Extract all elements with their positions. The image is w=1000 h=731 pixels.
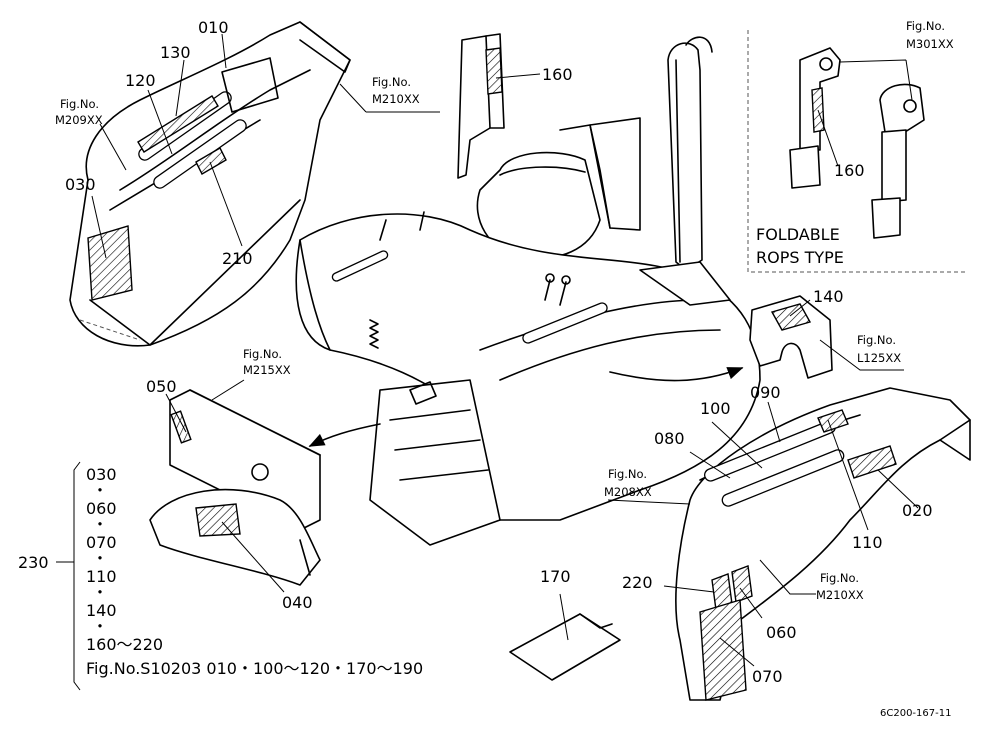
label-070-decal	[699, 599, 747, 701]
legend-dot-4: ・	[92, 583, 108, 602]
callout-010: 010	[198, 18, 229, 37]
right-fender-assembly	[675, 387, 971, 701]
legend-dot-1: ・	[92, 481, 108, 500]
callout-140: 140	[813, 287, 844, 306]
legend-item-2: 060	[86, 499, 117, 518]
legend-item-5: 140	[86, 601, 117, 620]
fig-number-m208: M208XX	[604, 485, 652, 499]
legend-item-4: 110	[86, 567, 117, 586]
callout-020: 020	[902, 501, 933, 520]
legend-dot-3: ・	[92, 549, 108, 568]
legend-230: 030 ・ 060 ・ 070 ・ 110 ・ 140 ・ 160～220 Fi…	[86, 465, 423, 678]
left-fender-assembly	[69, 21, 351, 347]
legend-s10203-line: Fig.No.S10203 010・100～120・170～190	[86, 659, 423, 678]
foldable-rops-inset	[747, 30, 968, 273]
callout-170: 170	[540, 567, 571, 586]
label-210-decal	[195, 147, 227, 175]
callout-160-main: 160	[542, 65, 573, 84]
figure-references: Fig.No. M209XX Fig.No. M210XX Fig.No. M3…	[55, 19, 954, 602]
fig-label-m208: Fig.No.	[608, 467, 647, 481]
label-060-decal	[731, 565, 753, 603]
leader-lines	[56, 33, 919, 691]
hood-panel-assembly	[149, 389, 321, 586]
legend-dot-5: ・	[92, 617, 108, 636]
operators-manual	[509, 613, 621, 681]
callout-060: 060	[766, 623, 797, 642]
callout-130: 130	[160, 43, 191, 62]
inset-caption: FOLDABLE ROPS TYPE	[756, 225, 844, 267]
inset-line-2: ROPS TYPE	[756, 248, 844, 267]
callout-040: 040	[282, 593, 313, 612]
fig-label-m209: Fig.No.	[60, 97, 99, 111]
callout-110: 110	[852, 533, 883, 552]
callout-050: 050	[146, 377, 177, 396]
fig-number-m210-top: M210XX	[372, 92, 420, 106]
fig-number-m301: M301XX	[906, 37, 954, 51]
label-030-decal	[87, 225, 133, 301]
callout-230: 230	[18, 553, 49, 572]
callout-210: 210	[222, 249, 253, 268]
legend-dot-2: ・	[92, 515, 108, 534]
callout-120: 120	[125, 71, 156, 90]
legend-item-6: 160～220	[86, 635, 163, 654]
fig-number-m209: M209XX	[55, 113, 103, 127]
fig-number-m210-bottom: M210XX	[816, 588, 864, 602]
fig-number-m215: M215XX	[243, 363, 291, 377]
tractor-body	[295, 33, 761, 546]
label-020-decal	[847, 445, 897, 479]
callout-070: 070	[752, 667, 783, 686]
fig-label-m301: Fig.No.	[906, 19, 945, 33]
inset-line-1: FOLDABLE	[756, 225, 840, 244]
label-140-decal	[770, 303, 812, 331]
callout-080: 080	[654, 429, 685, 448]
legend-item-3: 070	[86, 533, 117, 552]
label-110-decal	[817, 409, 849, 433]
fig-label-m210-bottom: Fig.No.	[820, 571, 859, 585]
rops-bracket	[749, 295, 833, 379]
fig-label-m210-top: Fig.No.	[372, 75, 411, 89]
callout-numbers: 010 130 120 030 210 160 160 140 050 040 …	[18, 18, 933, 686]
callout-100: 100	[700, 399, 731, 418]
label-040-decal	[195, 503, 241, 537]
callout-030: 030	[65, 175, 96, 194]
label-130-decal	[137, 95, 219, 153]
legend-item-1: 030	[86, 465, 117, 484]
callout-160-rops: 160	[834, 161, 865, 180]
callout-220: 220	[622, 573, 653, 592]
fig-number-l125: L125XX	[857, 351, 901, 365]
drawing-code: 6C200-167-11	[880, 708, 951, 719]
fig-label-m215: Fig.No.	[243, 347, 282, 361]
fig-label-l125: Fig.No.	[857, 333, 896, 347]
callout-090: 090	[750, 383, 781, 402]
label-160-decal	[485, 47, 503, 95]
